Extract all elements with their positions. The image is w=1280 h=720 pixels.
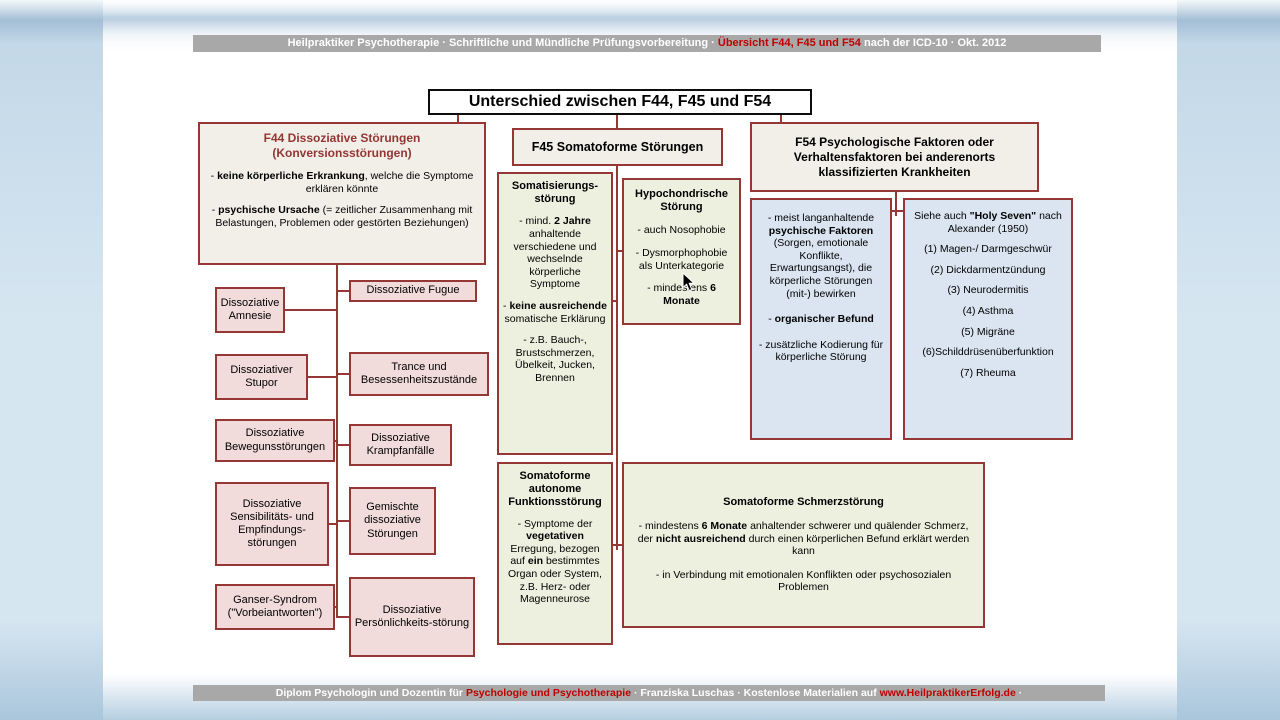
node-dissoziative-persoenlichkeitsstoerung: Dissoziative Persönlichkeits-störung	[349, 577, 475, 657]
list-item: (4) Asthma	[962, 304, 1014, 317]
node-trance-und-besessenheitszustaende: Trance und Besessenheitszustände	[349, 352, 489, 396]
node-point: - zusätzliche Kodierung für körperliche …	[758, 338, 884, 364]
node-f45-somatoforme-stoerungen: F45 Somatoforme Störungen	[512, 128, 723, 166]
node-f44-dissoziative-stoerungen: F44 Dissoziative Störungen (Konversionss…	[198, 122, 486, 265]
footer-bar: Diplom Psychologin und Dozentin für Psyc…	[193, 685, 1105, 701]
connector-line	[306, 376, 338, 378]
connector-line	[332, 606, 338, 608]
connector-line	[337, 616, 351, 618]
connector-line	[780, 112, 782, 124]
node-title: Somatoforme autonome Funktionsstörung	[508, 470, 602, 509]
node-hypochondrische-stoerung: Hypochondrische Störung - auch Nosophobi…	[622, 178, 741, 325]
connector-line	[616, 165, 618, 550]
node-dissoziativer-stupor: Dissoziativer Stupor	[215, 354, 308, 400]
node-dissoziative-fugue: Dissoziative Fugue	[349, 280, 477, 302]
node-gemischte-dissoziative-stoerungen: Gemischte dissoziative Störungen	[349, 487, 436, 555]
connector-line	[337, 290, 351, 292]
header-bar: Heilpraktiker Psychotherapie · Schriftli…	[193, 35, 1101, 52]
connector-line	[889, 210, 897, 212]
connector-line	[337, 520, 351, 522]
list-item: (1) Magen-/ Darmgeschwür	[924, 243, 1052, 256]
node-title: F54 Psychologische Faktoren oder Verhalt…	[793, 134, 996, 179]
node-point: - meist langanhaltende psychische Faktor…	[767, 212, 875, 300]
node-point: - mind. 2 Jahre anhaltende verschiedene …	[513, 215, 597, 291]
node-dissoziative-bewegungsstoerungen: Dissoziative Bewegunsstörungen	[215, 419, 335, 462]
connector-line	[611, 300, 618, 302]
connector-line	[283, 309, 338, 311]
node-ganser-syndrom: Ganser-Syndrom ("Vorbeiantworten")	[215, 584, 335, 630]
node-somatisierungsstoerung: Somatisierungs-störung - mind. 2 Jahre a…	[497, 172, 613, 455]
connector-line	[327, 523, 338, 525]
node-f54-merkmale: - meist langanhaltende psychische Faktor…	[750, 198, 892, 440]
node-dissoziative-amnesie: Dissoziative Amnesie	[215, 287, 285, 333]
list-item: (6)Schilddrüsenüberfunktion	[922, 346, 1054, 359]
connector-line	[337, 444, 351, 446]
node-point: - organischer Befund	[768, 313, 874, 326]
list-item: (2) Dickdarmentzündung	[930, 263, 1046, 276]
node-dissoziative-sensibilitaets-und-empfindungsstoerungen: Dissoziative Sensibilitäts- und Empfindu…	[215, 482, 329, 566]
diagram-title: Unterschied zwischen F44, F45 und F54	[428, 89, 812, 115]
node-point: - psychische Ursache (= zeitlicher Zusam…	[211, 204, 473, 229]
connector-line	[337, 373, 351, 375]
node-somatoforme-autonome-funktionsstoerung: Somatoforme autonome Funktionsstörung - …	[497, 462, 613, 645]
connector-line	[895, 210, 905, 212]
connector-line	[895, 190, 897, 216]
node-point: Siehe auch "Holy Seven" nach Alexander (…	[914, 210, 1062, 235]
connector-line	[457, 112, 459, 124]
connector-line	[611, 544, 618, 546]
node-point: - mindestens 6 Monate	[647, 282, 716, 307]
node-point: - keine körperliche Erkrankung, welche d…	[210, 170, 474, 195]
mouse-cursor-icon	[682, 272, 696, 292]
node-title: Hypochondrische Störung	[635, 188, 728, 214]
node-f54-psychologische-faktoren: F54 Psychologische Faktoren oder Verhalt…	[750, 122, 1039, 192]
node-point: - Symptome der vegetativen Erregung, bez…	[508, 517, 602, 606]
node-title: Somatisierungs-störung	[511, 180, 599, 206]
connector-line	[616, 112, 618, 130]
list-item: (5) Migräne	[961, 325, 1015, 338]
node-point: - auch Nosophobie	[637, 224, 726, 237]
node-holy-seven: Siehe auch "Holy Seven" nach Alexander (…	[903, 198, 1073, 440]
node-title: Somatoforme Schmerzstörung	[723, 495, 884, 508]
node-title: F44 Dissoziative Störungen (Konversionss…	[263, 131, 421, 160]
node-point: - z.B. Bauch-, Brustschmerzen, Übelkeit,…	[515, 334, 595, 384]
node-point: - in Verbindung mit emotionalen Konflikt…	[655, 568, 952, 594]
connector-line	[616, 544, 624, 546]
connector-line	[332, 440, 338, 442]
list-item: (3) Neurodermitis	[947, 284, 1029, 297]
node-point: - keine ausreichende somatische Erklärun…	[503, 299, 607, 325]
node-dissoziative-krampfanfaelle: Dissoziative Krampfanfälle	[349, 424, 452, 466]
node-point: - mindestens 6 Monate anhaltender schwer…	[637, 520, 970, 558]
node-point: - Dysmorphophobie als Unterkategorie	[635, 246, 728, 272]
connector-line	[616, 250, 624, 252]
node-somatoforme-schmerzstoerung: Somatoforme Schmerzstörung - mindestens …	[622, 462, 985, 628]
list-item: (7) Rheuma	[960, 366, 1016, 379]
